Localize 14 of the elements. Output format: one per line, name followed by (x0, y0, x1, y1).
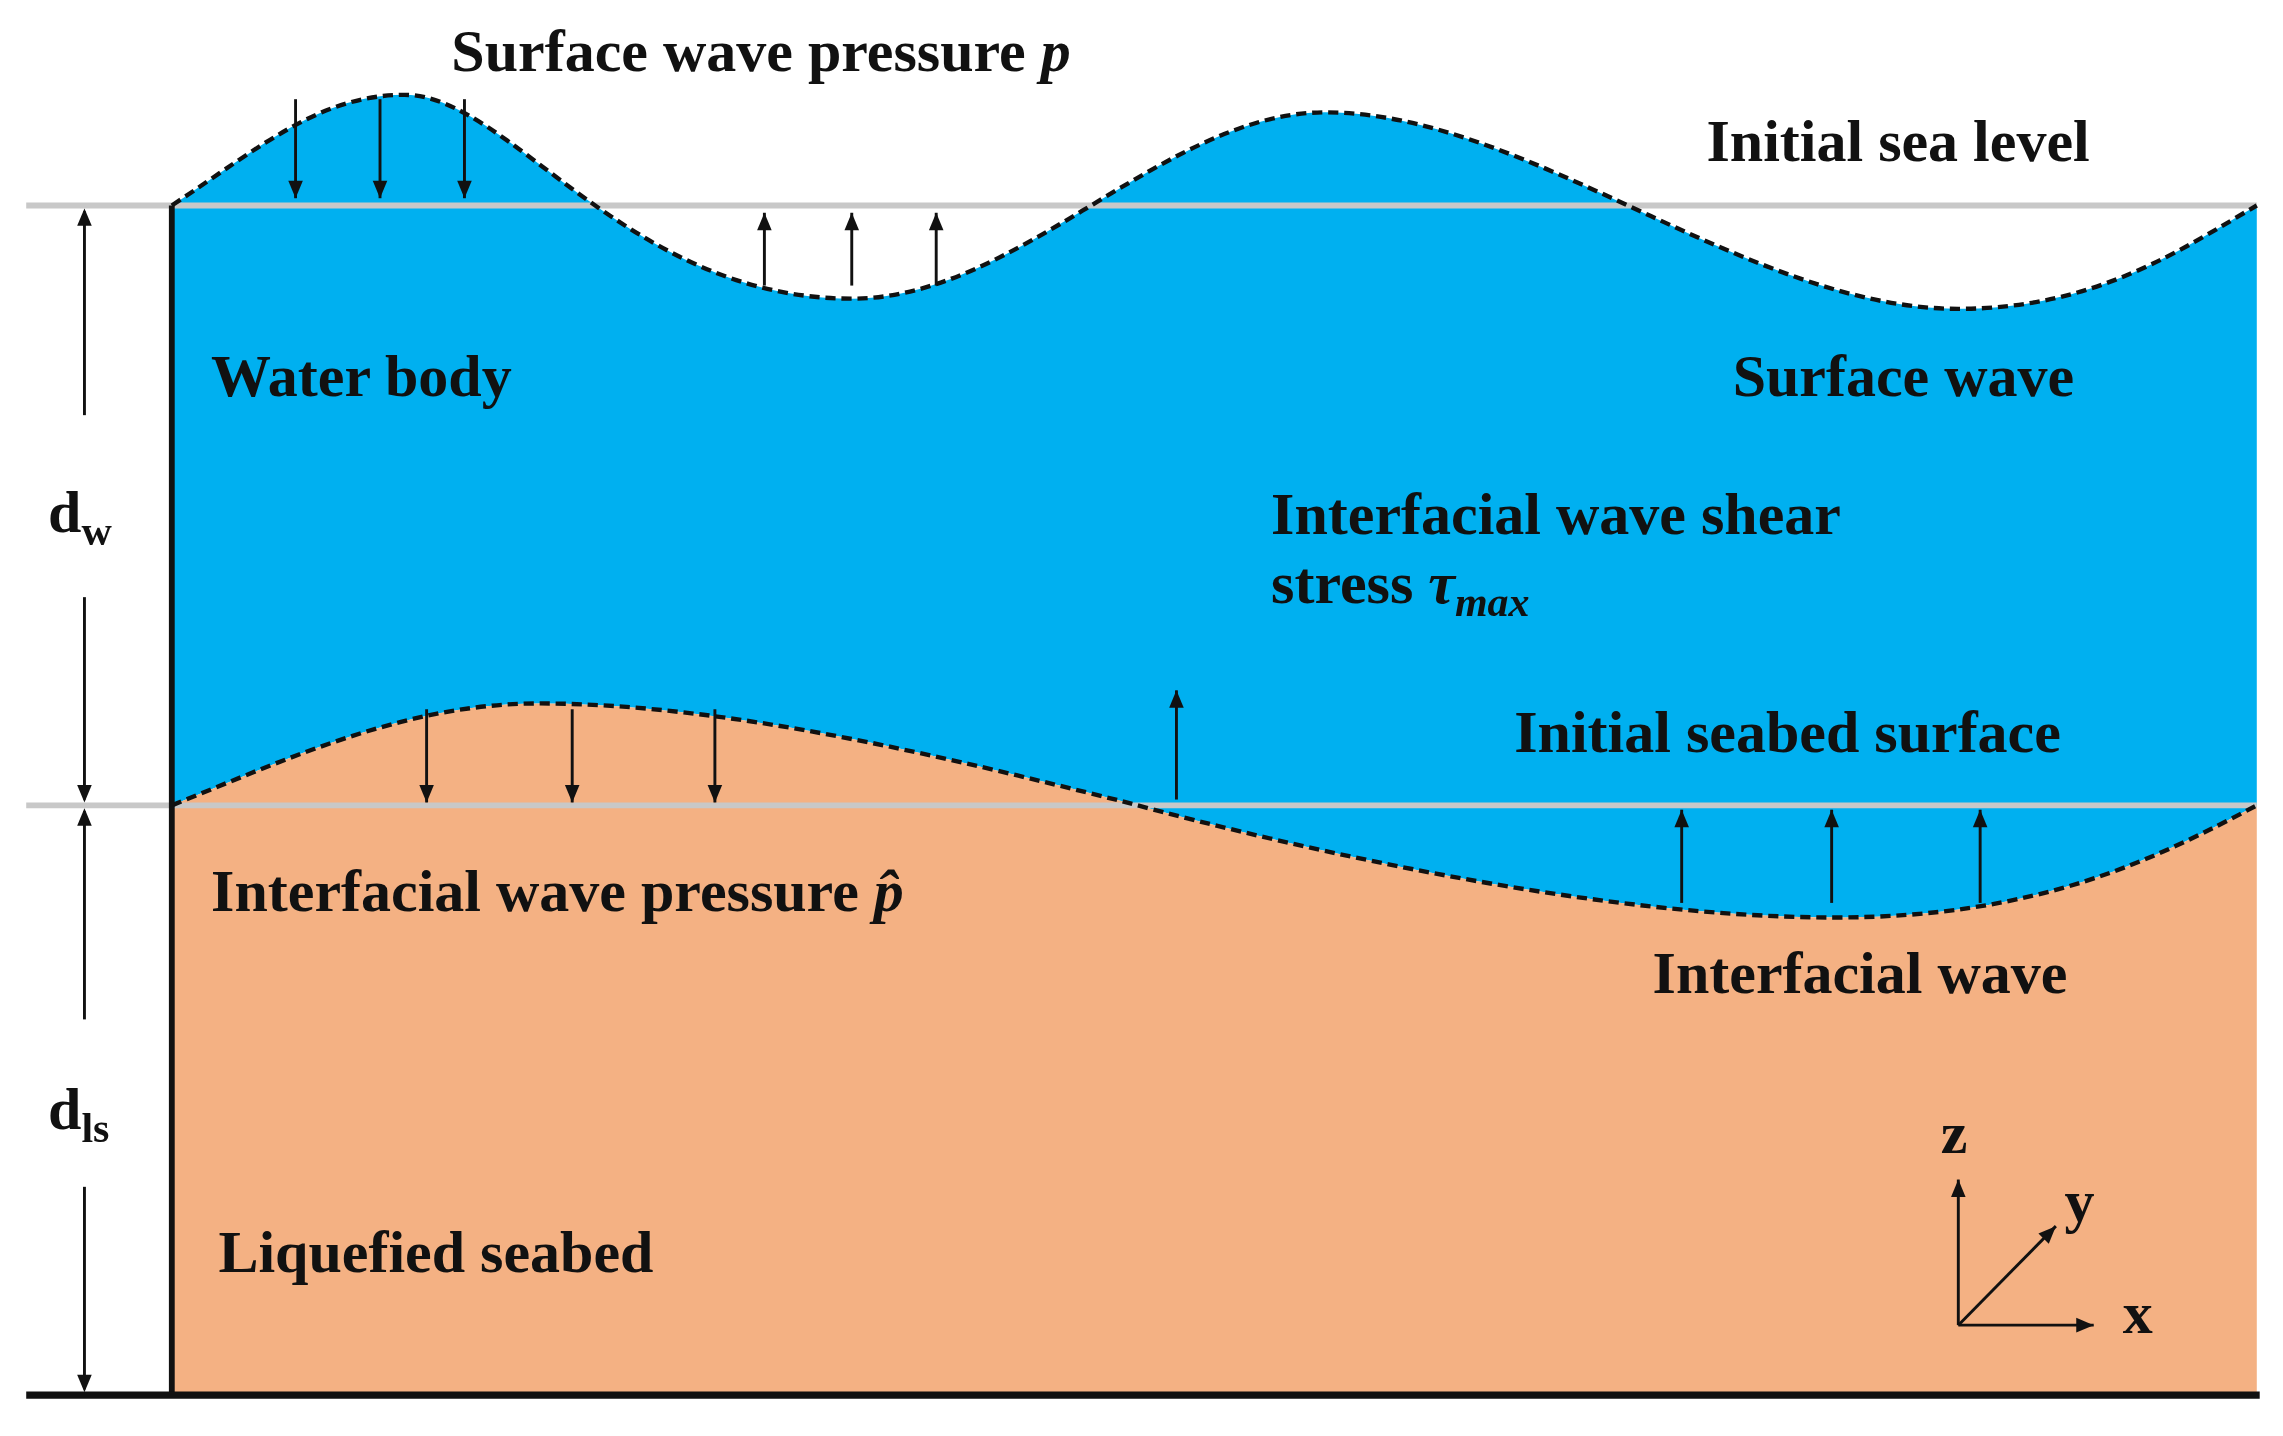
load-label: Surface wave pressure p (451, 16, 1071, 86)
dimension-label: d$_{w}$ (48, 478, 112, 556)
axis-label: z (1940, 1098, 1968, 1168)
level-label: Initial seabed surface (1514, 697, 2061, 767)
load-label: Interfacial wave pressure p̂ (211, 856, 904, 926)
wave-label: Interfacial wave (1652, 938, 2068, 1008)
dimension-label: d$_{ls}$ (48, 1075, 110, 1153)
load-label: Interfacial wave shear stress τ$_{max}$ (1271, 480, 1841, 627)
region-label: Liquefied seabed (218, 1217, 654, 1287)
region-label: Water body (211, 341, 512, 411)
level-label: Initial sea level (1706, 106, 2090, 176)
axis-label: x (2122, 1278, 2153, 1348)
axis-label: y (2064, 1166, 2095, 1236)
wave-label: Surface wave (1732, 341, 2075, 411)
